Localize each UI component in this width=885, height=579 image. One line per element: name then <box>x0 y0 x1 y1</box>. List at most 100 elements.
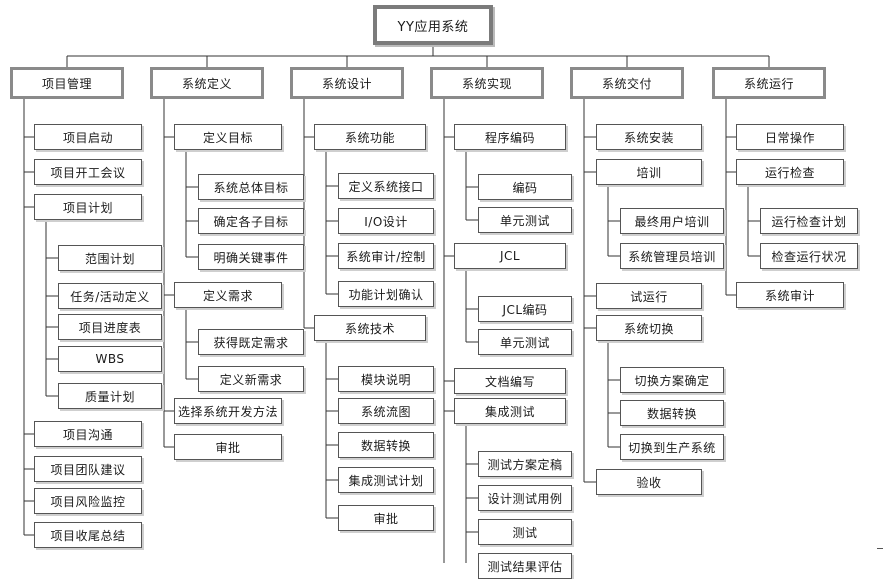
col-3-item-0-label: 程序编码 <box>484 130 535 145</box>
col-1-item-1: 定义需求 <box>174 282 282 308</box>
edge-mark <box>877 548 883 549</box>
col-2-item-0-sub-0: 定义系统接口 <box>338 173 434 199</box>
col-1-item-0: 定义目标 <box>174 124 282 150</box>
col-1-item-2: 选择系统开发方法 <box>174 398 282 424</box>
col-4-item-0: 系统安装 <box>596 124 702 150</box>
col-3-item-1-sub-0: JCL编码 <box>478 296 572 322</box>
col-0-item-2-sub-3: WBS <box>58 346 162 372</box>
col-1-item-0-sub-1-label: 确定各子目标 <box>213 214 289 229</box>
col-0-item-2-sub-1-label: 任务/活动定义 <box>70 289 150 304</box>
wbs-diagram: YY应用系统项目管理项目启动项目开工会议项目计划范围计划任务/活动定义项目进度表… <box>10 5 858 579</box>
col-1-item-2-label: 选择系统开发方法 <box>177 404 278 419</box>
col-1-header-label: 系统定义 <box>181 76 232 91</box>
col-3-item-0: 程序编码 <box>454 124 566 150</box>
col-5-item-1: 运行检查 <box>736 159 844 185</box>
col-5-item-1-label: 运行检查 <box>764 165 815 180</box>
col-3-item-3-sub-1-label: 设计测试用例 <box>487 491 563 506</box>
col-5-item-2-label: 系统审计 <box>764 288 815 303</box>
col-2-item-1-sub-2-label: 数据转换 <box>360 438 411 453</box>
col-4-item-2-label: 试运行 <box>630 289 668 304</box>
col-2-item-0-sub-2: 系统审计/控制 <box>338 243 434 269</box>
col-1-item-0-sub-0: 系统总体目标 <box>198 174 304 200</box>
col-1-item-1-sub-1-label: 定义新需求 <box>219 372 283 387</box>
col-3-item-3-sub-3-label: 测试结果评估 <box>487 559 563 574</box>
col-3-item-1-sub-1-label: 单元测试 <box>499 335 550 350</box>
col-2-item-0-label: 系统功能 <box>344 130 395 145</box>
col-4-header: 系统交付 <box>570 67 684 99</box>
col-1-item-0-label: 定义目标 <box>202 130 253 145</box>
col-3-item-3-sub-2-label: 测试 <box>512 525 538 540</box>
col-2-item-1-sub-4: 审批 <box>338 505 434 531</box>
col-3-item-2-label: 文档编写 <box>484 374 535 389</box>
col-0-item-5-label: 项目风险监控 <box>50 494 126 509</box>
col-4-item-3-sub-2: 切换到生产系统 <box>620 434 724 460</box>
col-4-item-3-sub-1-label: 数据转换 <box>646 406 697 421</box>
col-4-item-1: 培训 <box>596 159 702 185</box>
col-1-item-0-sub-2-label: 明确关键事件 <box>213 250 289 265</box>
col-3-item-1: JCL <box>454 243 566 269</box>
col-5-item-2: 系统审计 <box>736 282 844 308</box>
col-4-item-1-sub-0: 最终用户培训 <box>620 208 724 234</box>
col-5-header: 系统运行 <box>712 67 826 99</box>
col-3-header-label: 系统实现 <box>461 76 512 91</box>
col-5-item-0-label: 日常操作 <box>764 130 815 145</box>
col-0-item-2-sub-4: 质量计划 <box>58 383 162 409</box>
col-2-item-1-sub-1-label: 系统流图 <box>360 404 411 419</box>
col-4-item-1-label: 培训 <box>636 165 662 180</box>
col-2-header-label: 系统设计 <box>321 76 372 91</box>
col-0-header: 项目管理 <box>10 67 124 99</box>
col-0-item-2-sub-2-label: 项目进度表 <box>78 320 142 335</box>
col-5-item-1-sub-1: 检查运行状况 <box>760 243 858 269</box>
col-0-item-4-label: 项目团队建议 <box>50 462 126 477</box>
col-0-item-2-sub-0-label: 范围计划 <box>84 251 135 266</box>
col-3-item-1-sub-1: 单元测试 <box>478 329 572 355</box>
col-0-item-0: 项目启动 <box>34 124 142 150</box>
col-3-item-0-sub-0: 编码 <box>478 174 572 200</box>
col-3-item-3-label: 集成测试 <box>484 404 535 419</box>
col-3-item-3-sub-1: 设计测试用例 <box>478 485 572 511</box>
col-4-item-4: 验收 <box>596 469 702 495</box>
col-5-item-1-sub-0-label: 运行检查计划 <box>771 214 847 229</box>
col-0-item-6: 项目收尾总结 <box>34 522 142 548</box>
col-0-item-1: 项目开工会议 <box>34 159 142 185</box>
col-2-item-1-sub-3-label: 集成测试计划 <box>348 473 424 488</box>
col-2-item-0-sub-1: I/O设计 <box>338 208 434 234</box>
col-3-item-0-sub-1-label: 单元测试 <box>499 213 550 228</box>
col-2-item-1-sub-1: 系统流图 <box>338 398 434 424</box>
col-0-item-1-label: 项目开工会议 <box>50 165 126 180</box>
col-2-item-1: 系统技术 <box>314 315 426 341</box>
col-3-item-0-sub-0-label: 编码 <box>512 180 538 195</box>
col-3-header: 系统实现 <box>430 67 544 99</box>
col-3-item-2: 文档编写 <box>454 368 566 394</box>
col-4-item-3-sub-2-label: 切换到生产系统 <box>628 440 716 455</box>
col-4-item-1-sub-0-label: 最终用户培训 <box>634 214 710 229</box>
col-5-item-1-sub-0: 运行检查计划 <box>760 208 858 234</box>
col-0-item-2-sub-2: 项目进度表 <box>58 314 162 340</box>
col-2-item-1-sub-3: 集成测试计划 <box>338 467 434 493</box>
col-0-item-3: 项目沟通 <box>34 421 142 447</box>
col-2-item-0-sub-3: 功能计划确认 <box>338 281 434 307</box>
col-4-item-1-sub-1: 系统管理员培训 <box>620 243 724 269</box>
col-1-item-1-sub-0: 获得既定需求 <box>198 329 304 355</box>
col-2-header: 系统设计 <box>290 67 404 99</box>
col-2-item-0-sub-0-label: 定义系统接口 <box>348 179 424 194</box>
col-2-item-1-sub-0-label: 模块说明 <box>360 372 411 387</box>
col-4-item-3-label: 系统切换 <box>623 321 674 336</box>
col-0-item-3-label: 项目沟通 <box>62 427 113 442</box>
col-0-item-2-sub-3-label: WBS <box>95 352 125 366</box>
col-3-item-3-sub-2: 测试 <box>478 519 572 545</box>
col-2-item-1-label: 系统技术 <box>344 321 395 336</box>
col-0-item-2: 项目计划 <box>34 194 142 220</box>
col-3-item-3-sub-0: 测试方案定稿 <box>478 451 572 477</box>
col-4-item-3: 系统切换 <box>596 315 702 341</box>
col-0-item-0-label: 项目启动 <box>62 130 113 145</box>
connector-lines <box>23 45 770 563</box>
col-1-item-1-sub-0-label: 获得既定需求 <box>213 335 289 350</box>
root-node-label: YY应用系统 <box>397 19 469 35</box>
col-2-item-0: 系统功能 <box>314 124 426 150</box>
col-2-item-1-sub-2: 数据转换 <box>338 432 434 458</box>
col-1-item-3-label: 审批 <box>215 440 241 455</box>
col-2-item-0-sub-1-label: I/O设计 <box>364 214 408 229</box>
col-0-item-2-sub-1: 任务/活动定义 <box>58 283 162 309</box>
col-2-item-1-sub-0: 模块说明 <box>338 366 434 392</box>
